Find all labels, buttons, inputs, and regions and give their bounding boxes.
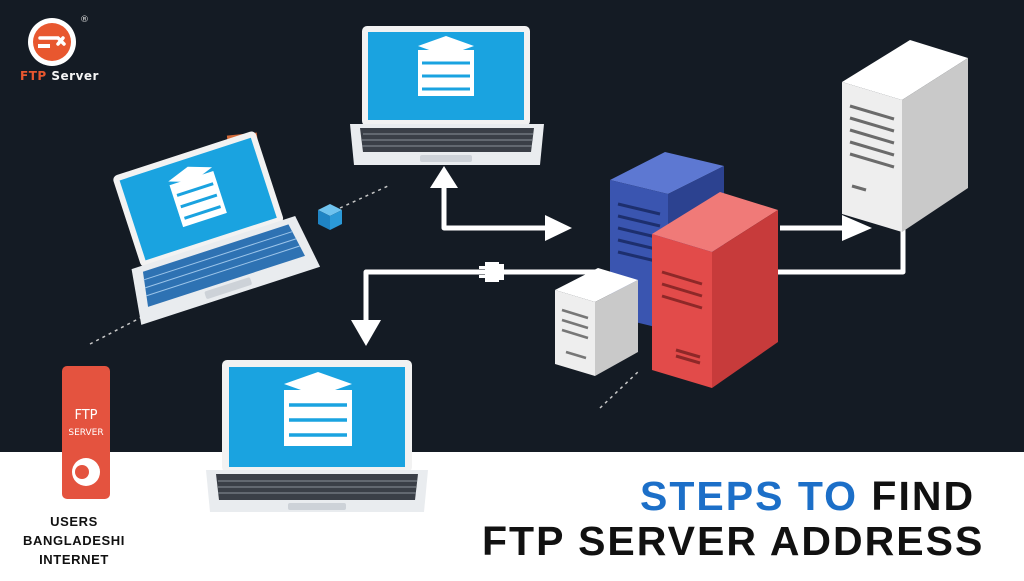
link-to-bottom-laptop: [363, 269, 600, 322]
server-icon: [555, 268, 638, 376]
users-caption-line1: USERS: [50, 514, 98, 529]
light-footer-panel: [0, 452, 1024, 581]
logo-text-rest: Server: [46, 69, 99, 83]
arrow-icon: [545, 215, 572, 241]
laptop-icon: [350, 26, 544, 165]
users-caption: USERS BANGLADESHI INTERNET: [0, 512, 148, 569]
link-top-laptop: [441, 185, 548, 231]
badge-label-line1: FTP: [74, 408, 98, 423]
laptop-icon: [113, 131, 321, 325]
server-icon: [168, 166, 227, 228]
headline-rest: FIND: [858, 473, 976, 519]
arrow-icon: [842, 215, 872, 241]
headline-line1: STEPS TO FIND: [640, 473, 1000, 520]
server-icon: [842, 40, 968, 232]
users-caption-line2: BANGLADESHI: [23, 533, 125, 548]
link-return-loop: [772, 225, 906, 275]
cube-icon: [318, 204, 342, 230]
arrow-icon: [430, 166, 458, 188]
headline-line2: FTP SERVER ADDRESS: [482, 518, 985, 564]
logo-text-accent: FTP: [20, 69, 47, 83]
badge-label-line2: SERVER: [68, 428, 104, 438]
server-icon: [652, 192, 778, 388]
headline-highlight: STEPS TO: [640, 473, 859, 519]
server-icon: [418, 36, 474, 96]
users-caption-line3: INTERNET: [39, 552, 109, 567]
ftp-logo-icon: [28, 18, 76, 66]
laptop-icon: [206, 360, 428, 512]
server-icon: [284, 372, 352, 446]
plug-connector-icon: [479, 262, 504, 282]
badge-emblem-icon: [72, 458, 100, 486]
registered-mark: ®: [80, 15, 89, 25]
arrow-icon: [351, 320, 381, 346]
logo-wordmark: FTP Server: [20, 69, 99, 83]
